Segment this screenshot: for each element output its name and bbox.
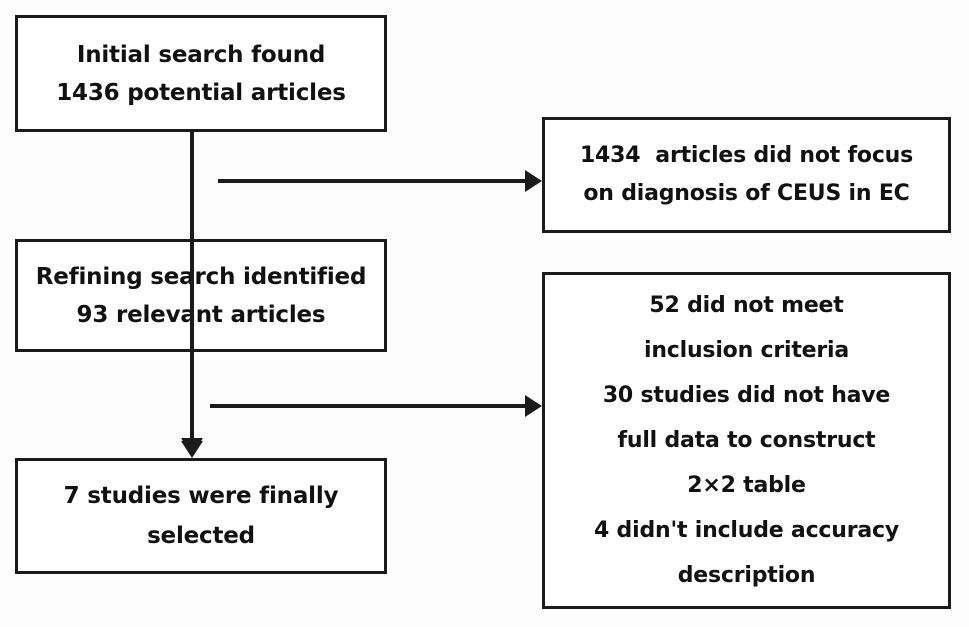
- box-final-studies-line-2: selected: [147, 523, 255, 549]
- box-excluded-criteria-line-6: 4 didn't include accuracy: [593, 518, 900, 543]
- box-excluded-criteria-line-2: inclusion criteria: [643, 338, 850, 363]
- box-final-studies: 7 studies were finally selected: [15, 458, 387, 574]
- box-excluded-criteria-line-7: description: [677, 563, 816, 588]
- connector-initial-to-excluded-topic-arrowhead-icon: [525, 170, 542, 192]
- box-excluded-topic: 1434 articles did not focus on diagnosis…: [542, 117, 951, 233]
- box-initial-search-line-2: 1436 potential articles: [56, 79, 346, 106]
- box-excluded-criteria-line-4: full data to construct: [617, 428, 876, 453]
- box-excluded-criteria-line-5: 2×2 table: [687, 473, 806, 498]
- box-initial-search: Initial search found 1436 potential arti…: [15, 15, 387, 132]
- box-excluded-criteria-line-1: 52 did not meet: [649, 293, 844, 318]
- box-excluded-topic-line-2: on diagnosis of CEUS in EC: [583, 181, 910, 206]
- connector-initial-to-excluded-topic-line: [218, 179, 528, 183]
- box-initial-search-line-1: Initial search found: [76, 41, 326, 68]
- box-final-studies-line-1: 7 studies were finally: [63, 483, 339, 509]
- connector-refining-to-excluded-criteria-arrowhead-icon: [525, 395, 542, 417]
- box-excluded-criteria: 52 did not meet inclusion criteria 30 st…: [542, 272, 951, 609]
- box-excluded-criteria-line-3: 30 studies did not have: [602, 383, 891, 408]
- connector-refining-to-final-arrowhead-icon: [181, 438, 203, 455]
- box-refining-search: Refining search identified 93 relevant a…: [15, 239, 387, 352]
- box-refining-search-line-2: 93 relevant articles: [76, 301, 326, 328]
- connector-refining-to-excluded-criteria-line: [210, 404, 528, 408]
- box-refining-search-line-1: Refining search identified: [35, 263, 367, 290]
- box-excluded-topic-line-1: 1434 articles did not focus: [579, 143, 914, 168]
- connector-refining-to-final-line: [190, 352, 194, 439]
- connector-initial-to-refining-line: [190, 132, 194, 442]
